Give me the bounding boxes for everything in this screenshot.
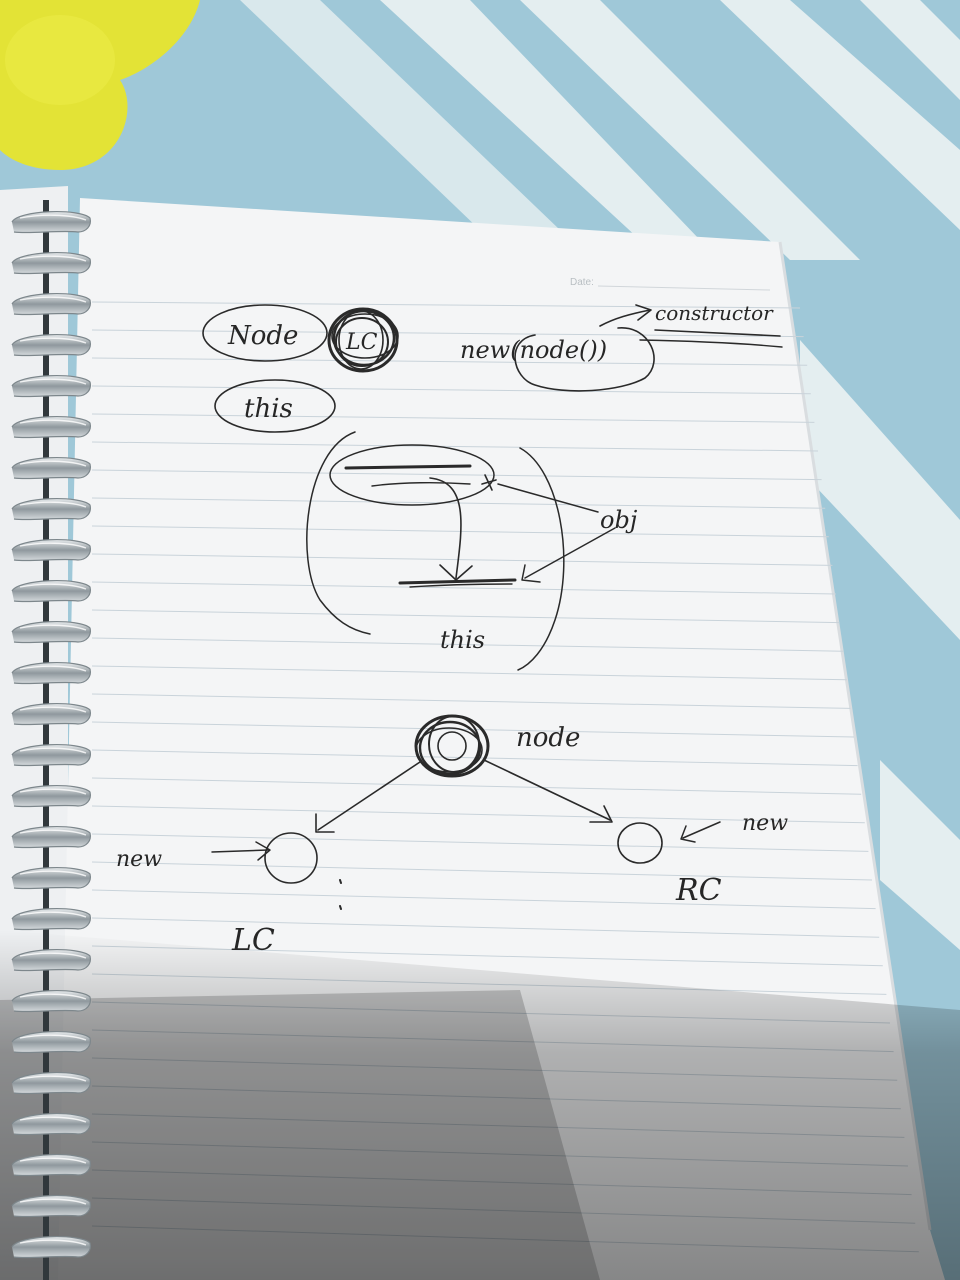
ruled-line xyxy=(91,721,855,738)
ruled-line xyxy=(91,665,847,681)
spiral-ring xyxy=(11,1113,91,1136)
spiral-ring xyxy=(11,375,91,398)
date-label: Date: xyxy=(570,277,594,288)
note-this-below: this xyxy=(440,626,485,654)
spiral-ring xyxy=(11,416,91,439)
tree-root-label: node xyxy=(516,723,580,753)
ruled-line xyxy=(91,917,880,938)
spiral-ring xyxy=(11,211,91,234)
spiral-ring xyxy=(11,1031,91,1054)
ruled-line xyxy=(91,301,801,309)
note-lc-circled: LC xyxy=(345,330,378,355)
spiral-ring xyxy=(11,1072,91,1095)
shadow-overlay xyxy=(0,930,960,1280)
spiral-ring xyxy=(11,1154,91,1177)
ruled-line xyxy=(91,581,837,595)
tree-root-node xyxy=(414,714,490,778)
ruled-line xyxy=(91,805,865,824)
ruled-line xyxy=(91,861,873,881)
note-obj-word: obj xyxy=(600,506,638,534)
ruled-line xyxy=(91,889,876,910)
note-constructor-word: constructor xyxy=(655,301,774,325)
spiral-ring xyxy=(11,621,91,644)
ruled-line xyxy=(91,357,808,366)
ruled-line xyxy=(91,777,862,795)
ruled-line xyxy=(91,441,819,452)
lc-scribble-circle: LC xyxy=(327,307,399,373)
ruled-line xyxy=(91,693,851,709)
ruled-line xyxy=(91,413,815,423)
ruled-line xyxy=(91,637,844,652)
spiral-ring xyxy=(11,334,91,357)
spiral-ring xyxy=(11,1195,91,1218)
spiral-ring xyxy=(11,867,91,890)
spiral-binding xyxy=(11,200,91,1280)
spiral-ring xyxy=(11,990,91,1013)
note-node-word: Node xyxy=(227,321,298,351)
note-this-word: this xyxy=(244,394,293,424)
tree-left-child-node xyxy=(264,832,318,884)
spiral-ring xyxy=(11,949,91,972)
spiral-ring xyxy=(11,457,91,480)
spiral-ring xyxy=(11,1236,91,1259)
spiral-ring xyxy=(11,785,91,808)
spiral-ring xyxy=(11,252,91,275)
spiral-ring xyxy=(11,908,91,931)
ruled-line xyxy=(91,833,869,852)
spiral-ring xyxy=(11,293,91,316)
tree-right-child-label: RC xyxy=(675,873,722,908)
spiral-ring xyxy=(11,498,91,521)
tree-left-new: new xyxy=(116,847,162,872)
spiral-ring xyxy=(11,539,91,562)
note-new-call: new(node()) xyxy=(460,336,607,364)
ruled-line xyxy=(91,385,811,395)
tree-right-new: new xyxy=(742,811,788,836)
ruled-line xyxy=(91,469,822,481)
handwritten-notes: Node LC new(node()) constructor this xyxy=(202,301,783,671)
yellow-flower-print xyxy=(0,0,200,170)
spiral-ring xyxy=(11,826,91,849)
ruled-line xyxy=(91,553,833,566)
spiral-ring xyxy=(11,580,91,603)
ruled-line xyxy=(91,609,840,624)
ruled-line xyxy=(91,329,804,338)
spiral-ring xyxy=(11,703,91,726)
spiral-ring xyxy=(11,662,91,685)
tree-right-child-node xyxy=(617,822,663,864)
spiral-ring xyxy=(11,744,91,767)
